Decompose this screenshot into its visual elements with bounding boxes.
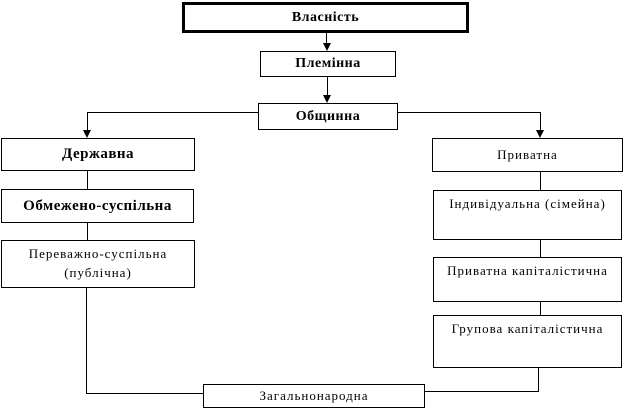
node-pryvatna-kapitalistychna-label: Приватна капіталістична bbox=[447, 263, 608, 278]
node-pryvatna: Приватна bbox=[432, 138, 623, 172]
connector-pryvatna-indyvidualna bbox=[540, 172, 541, 190]
node-obmezheno-suspilna: Обмежено-суспільна bbox=[1, 189, 194, 223]
node-zahalnonarodna: Загальнонародна bbox=[203, 384, 425, 408]
node-vlasnist-label: Власність bbox=[291, 9, 360, 25]
arrow-down-icon bbox=[536, 130, 544, 138]
connector-derzhavna-obmezheno bbox=[87, 171, 88, 189]
connector-pryvkap-hrupova bbox=[540, 302, 541, 315]
node-pleminna-label: Племінна bbox=[295, 56, 361, 71]
node-pryvatna-kapitalistychna: Приватна капіталістична bbox=[433, 257, 622, 302]
connector-down-to-pryvatna bbox=[540, 112, 541, 131]
connector-pleminna-to-obshchynna bbox=[327, 77, 328, 95]
node-obshchynna: Общинна bbox=[258, 103, 398, 130]
connector-down-to-derzhavna bbox=[87, 112, 88, 131]
arrow-down-icon bbox=[323, 43, 331, 51]
node-obshchynna-label: Общинна bbox=[295, 108, 361, 124]
connector-obshchynna-left bbox=[87, 112, 259, 113]
node-vlasnist: Власність bbox=[182, 2, 469, 33]
connector-obmezheno-perevazhno bbox=[87, 223, 88, 240]
node-indyvidualna: Індивідуальна (сімейна) bbox=[433, 190, 622, 240]
node-hrupova-kapitalistychna: Групова капіталістична bbox=[433, 315, 622, 368]
node-derzhavna-label: Державна bbox=[61, 146, 135, 162]
node-perevazhno-suspilna: Переважно-суспільна (публічна) bbox=[1, 240, 195, 288]
node-hrupova-kapitalistychna-label: Групова капіталістична bbox=[451, 321, 604, 336]
node-perevazhno-suspilna-label: Переважно-суспільна (публічна) bbox=[28, 246, 168, 280]
node-pryvatna-label: Приватна bbox=[497, 147, 558, 162]
node-obmezheno-suspilna-label: Обмежено-суспільна bbox=[23, 197, 172, 214]
connector-hrupova-down bbox=[538, 368, 539, 392]
connector-obshchynna-right bbox=[397, 112, 541, 113]
connector-indyvidualna-pryvkap bbox=[540, 240, 541, 257]
node-zahalnonarodna-label: Загальнонародна bbox=[259, 388, 369, 403]
connector-left-to-zahalnonarodna bbox=[86, 393, 203, 394]
node-pleminna: Племінна bbox=[260, 51, 396, 77]
connector-root-to-pleminna bbox=[326, 33, 327, 44]
arrow-down-icon bbox=[323, 95, 331, 103]
arrow-down-icon bbox=[83, 130, 91, 138]
connector-right-to-zahalnonarodna bbox=[425, 391, 539, 392]
node-derzhavna: Державна bbox=[1, 138, 195, 171]
connector-perevazhno-down bbox=[86, 288, 87, 394]
node-indyvidualna-label: Індивідуальна (сімейна) bbox=[449, 196, 606, 211]
